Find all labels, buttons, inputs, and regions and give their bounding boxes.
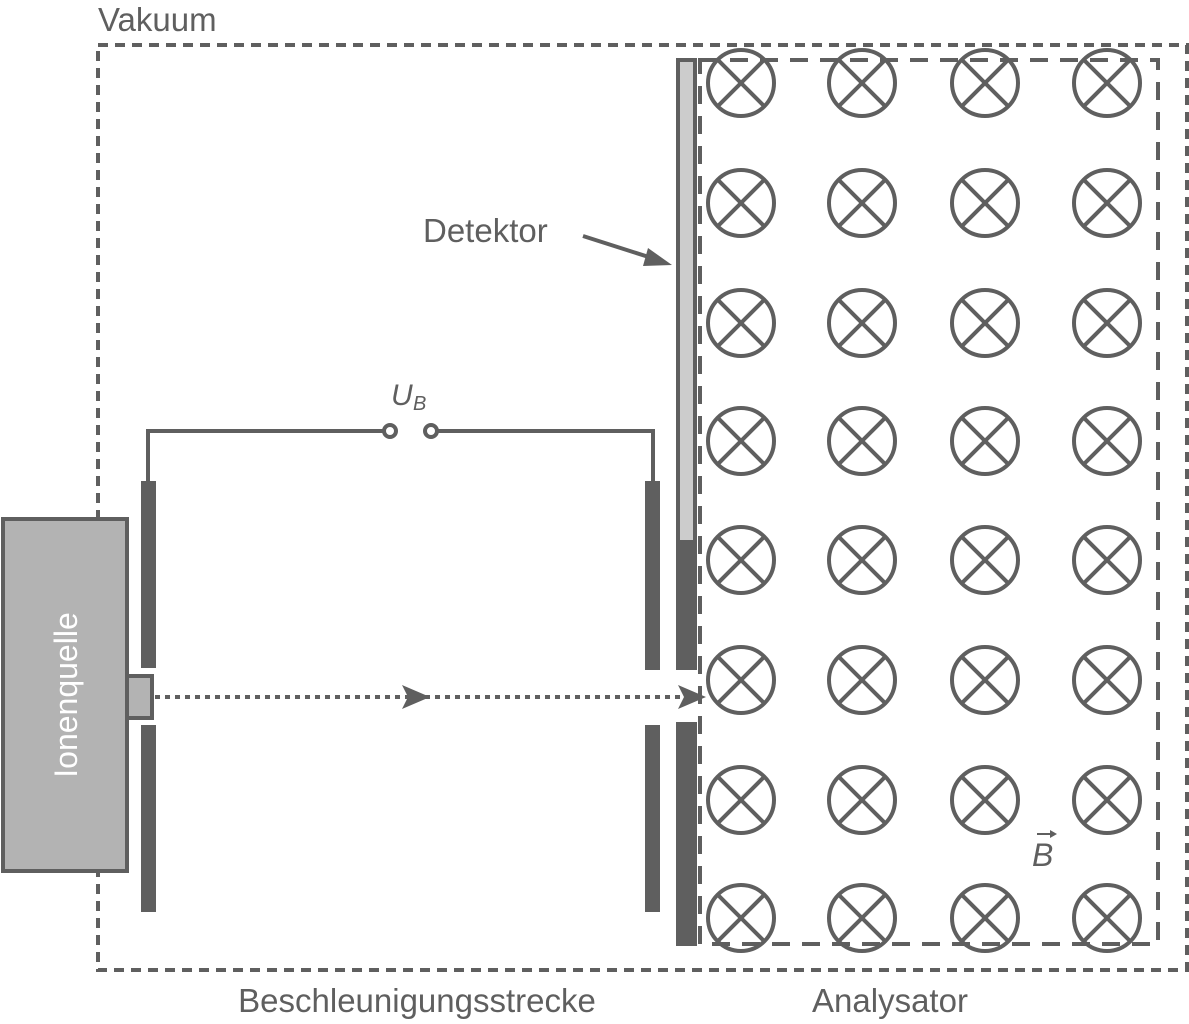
voltage-wire-left [146,429,384,481]
left-plate-upper [141,481,156,668]
field-into-page-icon [1072,168,1142,238]
voltage-label: U B [391,379,426,415]
field-into-page-icon [827,883,897,953]
ion-source-label: Ionenquelle [48,612,84,777]
field-into-page-icon [1072,765,1142,835]
magnetic-field-label: B [1032,830,1057,873]
field-into-page-icon [950,765,1020,835]
field-into-page-icon [950,48,1020,118]
field-into-page-icon [950,645,1020,715]
field-into-page-icon [827,168,897,238]
ion-source [1,517,129,873]
field-into-page-icon [706,525,776,595]
field-into-page-icon [1072,883,1142,953]
acceleration-region-label: Beschleunigungsstrecke [238,982,596,1019]
vacuum-label: Vakuum [98,1,217,38]
field-into-page-icon [950,288,1020,358]
svg-text:B: B [413,393,426,415]
field-into-page-icon [950,406,1020,476]
field-into-page-icon [827,288,897,358]
field-into-page-icon [706,288,776,358]
right-plate-upper [645,481,660,670]
field-into-page-icon [706,883,776,953]
field-into-page-icon [827,765,897,835]
beam-arrow-end [678,685,706,709]
right-plate-lower [645,725,660,912]
ion-beam-path [155,685,706,709]
svg-text:B: B [1032,837,1053,873]
field-into-page-icon [1072,406,1142,476]
detector-strip [680,62,693,540]
field-into-page-icon [706,645,776,715]
voltage-wire-right [437,429,655,481]
ion-source-nozzle [125,674,154,720]
field-into-page-icon [950,168,1020,238]
magnetic-field-symbols [706,48,1142,953]
field-into-page-icon [706,765,776,835]
field-into-page-icon [706,48,776,118]
left-plate-lower [141,725,156,912]
beam-arrow-mid [402,685,430,709]
analyzer-label: Analysator [812,982,968,1019]
voltage-terminal-right [423,423,439,439]
detector-label: Detektor [423,212,548,249]
field-into-page-icon [827,645,897,715]
analyzer-field-region [698,58,1160,946]
field-into-page-icon [1072,525,1142,595]
field-into-page-icon [827,48,897,118]
vacuum-chamber-boundary [96,43,1189,972]
field-into-page-icon [706,168,776,238]
detector-housing-lower [676,722,697,946]
field-into-page-icon [1072,48,1142,118]
field-into-page-icon [950,883,1020,953]
field-into-page-icon [950,525,1020,595]
detector-pointer-arrow [582,234,672,266]
field-into-page-icon [827,406,897,476]
field-into-page-icon [706,406,776,476]
voltage-terminal-left [382,423,398,439]
svg-text:U: U [391,379,413,412]
field-into-page-icon [1072,645,1142,715]
field-into-page-icon [1072,288,1142,358]
field-into-page-icon [827,525,897,595]
